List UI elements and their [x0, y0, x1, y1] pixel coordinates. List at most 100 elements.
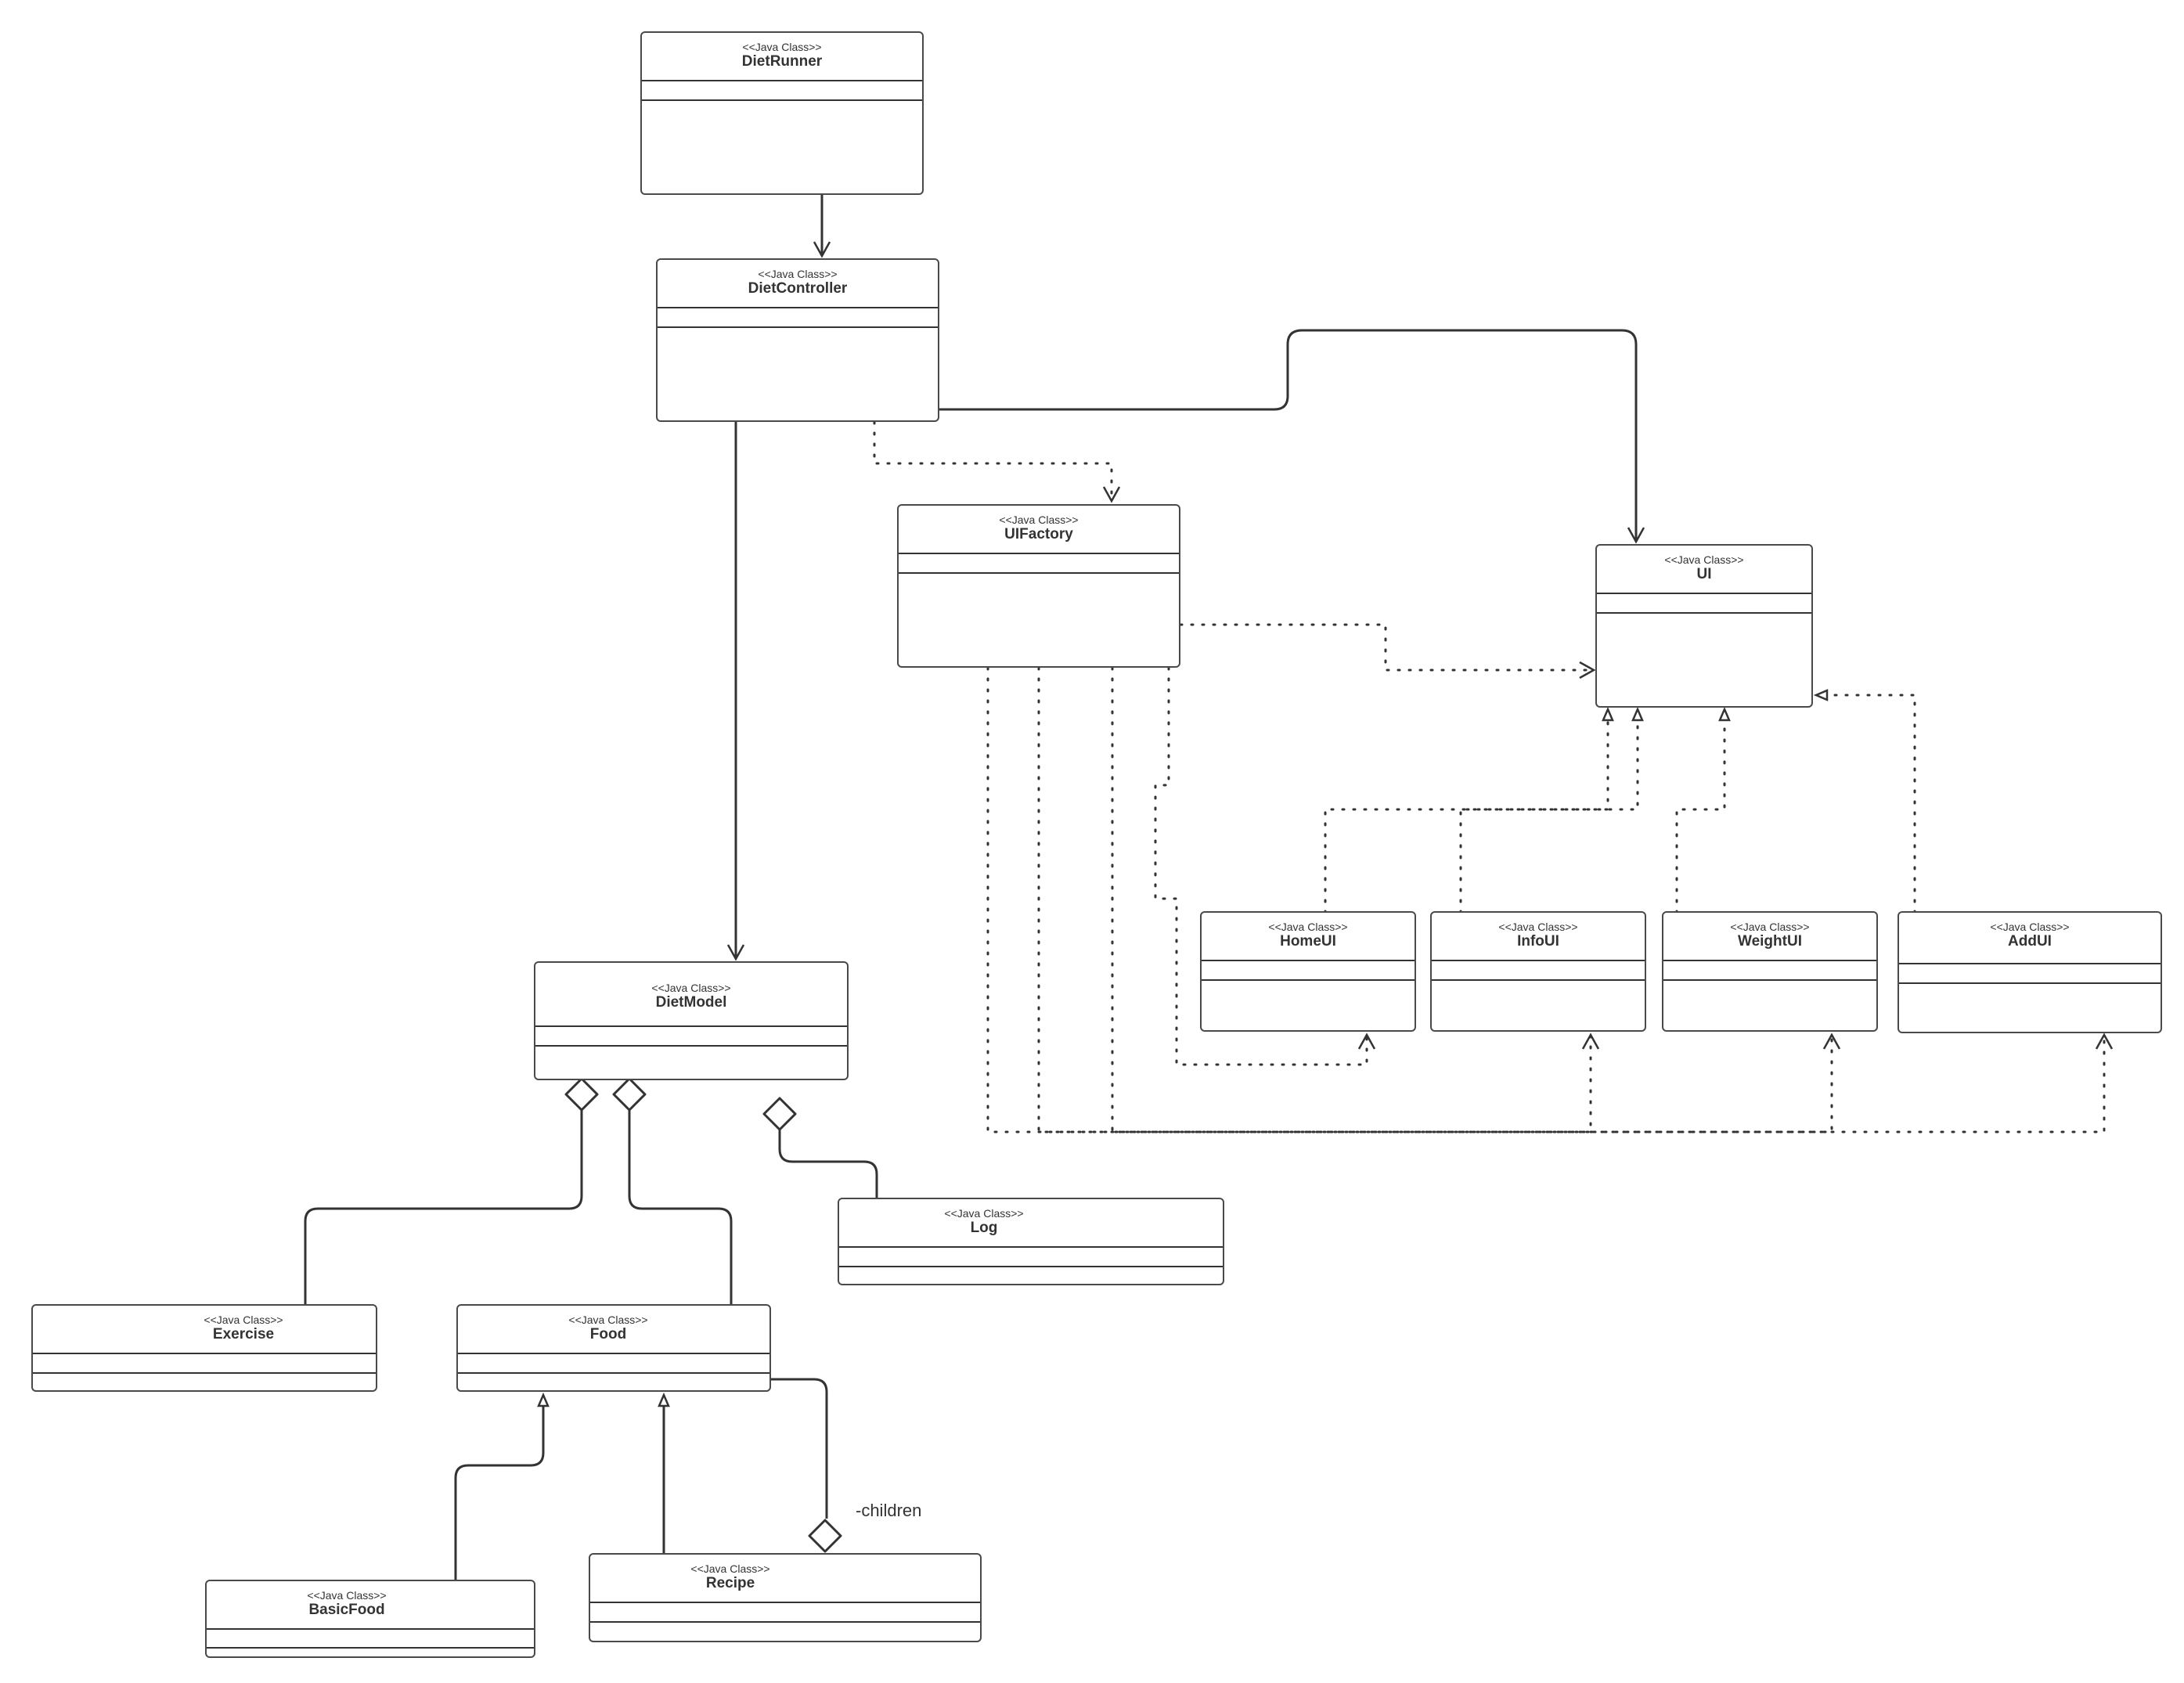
class-header: <<Java Class>> HomeUI: [1202, 913, 1415, 950]
class-name: DietRunner: [741, 53, 823, 70]
class-header: <<Java Class>> DietRunner: [642, 33, 922, 70]
operations-separator: [207, 1647, 534, 1649]
stereotype-label: <<Java Class>>: [742, 41, 822, 53]
class-header: <<Java Class>> UIFactory: [899, 506, 1179, 543]
attributes-separator: [458, 1353, 769, 1354]
class-name: Food: [589, 1326, 627, 1342]
attributes-separator: [1432, 960, 1645, 961]
operations-separator: [33, 1372, 376, 1374]
class-log[interactable]: <<Java Class>> Log: [838, 1198, 1224, 1285]
edge-dietcontroller-to-uifactory: [873, 420, 1121, 503]
class-uifactory[interactable]: <<Java Class>> UIFactory: [897, 504, 1180, 668]
class-header: <<Java Class>> AddUI: [1899, 913, 2161, 950]
stereotype-label: <<Java Class>>: [758, 268, 838, 280]
class-recipe[interactable]: <<Java Class>> Recipe: [589, 1553, 982, 1642]
stereotype-label: <<Java Class>>: [1498, 921, 1578, 933]
edge-uifactory-to-infoui: [986, 666, 1600, 1133]
stereotype-label: <<Java Class>>: [1268, 921, 1348, 933]
operations-separator: [458, 1372, 769, 1374]
operations-separator: [1597, 612, 1811, 614]
operations-separator: [1432, 979, 1645, 981]
class-name: WeightUI: [1738, 933, 1802, 950]
class-name: AddUI: [2008, 933, 2052, 950]
edge-recipe-aggregates-food: [769, 1378, 828, 1519]
class-name: Log: [970, 1220, 998, 1236]
diamond-dietmodel-food: [612, 1077, 647, 1112]
class-header: <<Java Class>> DietController: [658, 260, 938, 297]
class-infoui[interactable]: <<Java Class>> InfoUI: [1430, 911, 1646, 1032]
class-name: UIFactory: [1004, 526, 1073, 542]
class-header: <<Java Class>> Food: [458, 1306, 759, 1343]
class-addui[interactable]: <<Java Class>> AddUI: [1897, 911, 2162, 1033]
class-name: DietModel: [655, 994, 727, 1011]
edge-uifactory-to-weightui: [1037, 666, 1841, 1133]
attributes-separator: [899, 553, 1179, 554]
edge-dietmodel-aggregates-log: [778, 1130, 878, 1198]
edge-uifactory-to-ui: [1179, 623, 1596, 679]
class-name: UI: [1696, 566, 1712, 582]
edge-addui-realizes-ui: [1813, 689, 1916, 914]
operations-separator: [535, 1045, 847, 1047]
class-header: <<Java Class>> BasicFood: [207, 1581, 487, 1619]
class-name: BasicFood: [308, 1602, 385, 1618]
attributes-separator: [33, 1353, 376, 1354]
edge-weightui-realizes-ui: [1675, 706, 1731, 914]
class-ui[interactable]: <<Java Class>> UI: [1595, 544, 1813, 708]
class-header: <<Java Class>> DietModel: [535, 974, 847, 1011]
edge-label-children: -children: [856, 1501, 922, 1520]
stereotype-label: <<Java Class>>: [999, 514, 1079, 526]
edge-dietmodel-aggregates-exercise: [304, 1110, 583, 1304]
class-basicfood[interactable]: <<Java Class>> BasicFood: [205, 1580, 535, 1658]
attributes-separator: [839, 1246, 1223, 1248]
class-food[interactable]: <<Java Class>> Food: [456, 1304, 771, 1392]
stereotype-label: <<Java Class>>: [1730, 921, 1810, 933]
class-name: Exercise: [212, 1326, 275, 1342]
attributes-separator: [642, 80, 922, 81]
class-name: InfoUI: [1517, 933, 1559, 950]
class-dietcontroller[interactable]: <<Java Class>> DietController: [656, 258, 939, 422]
attributes-separator: [1202, 960, 1415, 961]
operations-separator: [839, 1266, 1223, 1267]
class-name: HomeUI: [1280, 933, 1336, 950]
stereotype-label: <<Java Class>>: [1664, 553, 1744, 566]
class-name: DietController: [748, 280, 848, 297]
class-header: <<Java Class>> WeightUI: [1663, 913, 1876, 950]
edge-basicfood-extends-food: [454, 1392, 550, 1580]
operations-separator: [1202, 979, 1415, 981]
stereotype-label: <<Java Class>>: [690, 1562, 770, 1575]
edge-dietcontroller-to-ui: [939, 329, 1645, 544]
class-header: <<Java Class>> UI: [1597, 546, 1811, 583]
class-weightui[interactable]: <<Java Class>> WeightUI: [1662, 911, 1878, 1032]
operations-separator: [642, 99, 922, 101]
stereotype-label: <<Java Class>>: [568, 1314, 648, 1326]
attributes-separator: [1899, 963, 2161, 964]
class-homeui[interactable]: <<Java Class>> HomeUI: [1200, 911, 1416, 1032]
attributes-separator: [590, 1602, 980, 1603]
class-header: <<Java Class>> Log: [839, 1199, 1129, 1237]
diamond-recipe-children: [808, 1519, 842, 1553]
attributes-separator: [1597, 593, 1811, 594]
stereotype-label: <<Java Class>>: [1990, 921, 2070, 933]
attributes-separator: [207, 1628, 534, 1630]
edge-dietmodel-aggregates-food: [628, 1110, 733, 1304]
class-dietmodel[interactable]: <<Java Class>> DietModel: [534, 961, 849, 1080]
class-header: <<Java Class>> InfoUI: [1432, 913, 1645, 950]
operations-separator: [590, 1621, 980, 1623]
stereotype-label: <<Java Class>>: [944, 1207, 1024, 1220]
attributes-separator: [1663, 960, 1876, 961]
stereotype-label: <<Java Class>>: [204, 1314, 283, 1326]
diamond-dietmodel-exercise: [564, 1077, 599, 1112]
operations-separator: [658, 326, 938, 328]
class-dietrunner[interactable]: <<Java Class>> DietRunner: [640, 31, 924, 195]
edge-infoui-realizes-ui: [1459, 706, 1644, 914]
class-name: Recipe: [705, 1575, 755, 1591]
diamond-dietmodel-log: [762, 1097, 797, 1131]
edge-uifactory-to-addui: [1111, 666, 2114, 1133]
class-exercise[interactable]: <<Java Class>> Exercise: [31, 1304, 377, 1392]
stereotype-label: <<Java Class>>: [307, 1589, 387, 1602]
edge-homeui-realizes-ui: [1324, 706, 1614, 914]
class-header: <<Java Class>> Recipe: [590, 1555, 870, 1592]
class-header: <<Java Class>> Exercise: [111, 1306, 376, 1343]
